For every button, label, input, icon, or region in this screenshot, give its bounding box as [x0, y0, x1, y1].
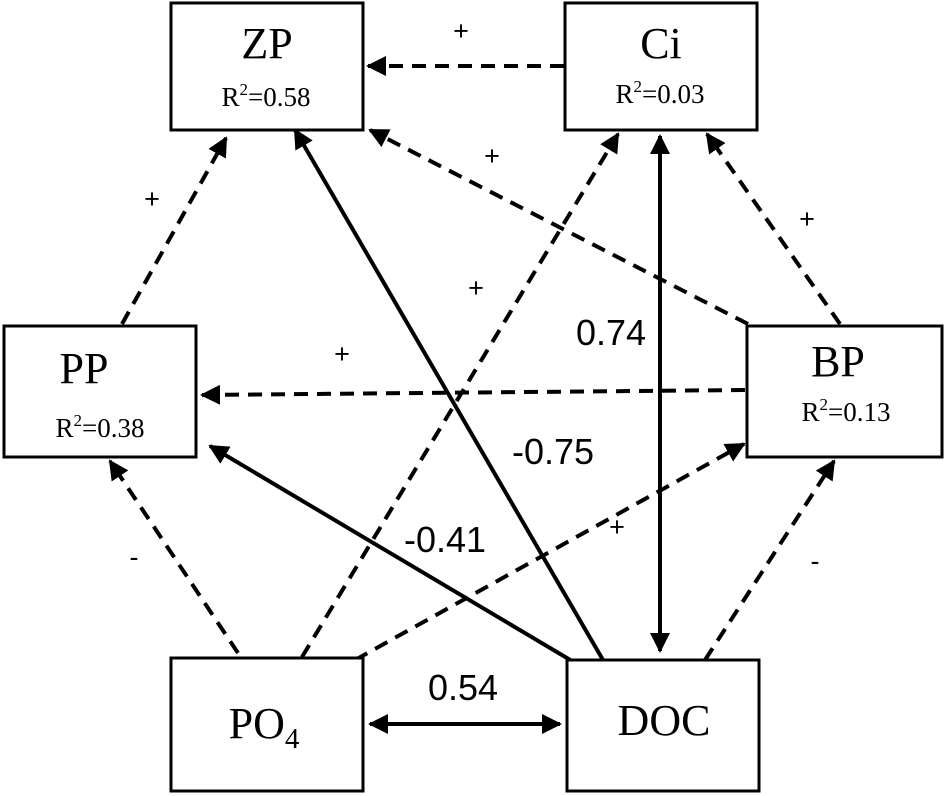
node-bp: BP R2=0.13 — [745, 324, 944, 459]
node-bp-label: BP — [811, 337, 865, 386]
edge-labels: + + + -0.75 + + 0.74 + -0.41 - + - 0.54 — [130, 16, 820, 708]
edge-doc-zp — [293, 128, 605, 662]
node-pp: PP R2=0.38 — [2, 324, 198, 459]
edge-label-doc-pp: -0.41 — [404, 519, 486, 560]
edge-bp-pp — [200, 384, 746, 405]
edge-po4-pp — [108, 459, 240, 655]
node-ci-label: Ci — [640, 19, 682, 68]
edge-label-po4-pp: - — [130, 542, 139, 572]
edge-label-ci-zp: + — [453, 16, 469, 46]
node-po4: PO4 — [169, 656, 365, 793]
edge-label-doc-zp: -0.75 — [512, 431, 594, 472]
edge-label-po4-ci: + — [468, 273, 484, 303]
node-ci-r2: R2=0.03 — [616, 77, 705, 109]
node-doc-label: DOC — [618, 696, 711, 745]
node-ci: Ci R2=0.03 — [563, 1, 759, 132]
node-pp-r2: R2=0.38 — [56, 411, 145, 443]
edge-bp-zp — [368, 128, 749, 326]
edge-po4-ci — [300, 132, 620, 659]
node-zp-label: ZP — [241, 19, 292, 68]
edge-label-po4-bp: + — [609, 512, 625, 542]
node-zp: ZP R2=0.58 — [169, 1, 365, 132]
edge-label-bp-pp: + — [334, 339, 350, 369]
edges — [108, 56, 842, 734]
edge-label-doc-bp: - — [811, 546, 820, 576]
edge-label-doc-ci: 0.74 — [576, 312, 646, 353]
edge-label-bp-zp: + — [484, 141, 500, 171]
edge-label-pp-zp: + — [144, 184, 160, 214]
edge-doc-bp — [703, 459, 836, 662]
edge-po4-bp — [354, 442, 746, 662]
edge-pp-zp — [120, 136, 228, 325]
node-bp-r2: R2=0.13 — [802, 395, 891, 427]
edge-bp-ci — [705, 132, 842, 326]
node-pp-label: PP — [60, 344, 109, 393]
edge-label-bp-ci: + — [799, 204, 815, 234]
node-zp-r2: R2=0.58 — [222, 80, 311, 112]
edge-label-po4-doc: 0.54 — [428, 667, 498, 708]
edge-doc-pp — [208, 444, 574, 663]
node-po4-label: PO4 — [229, 699, 300, 755]
node-doc: DOC — [565, 658, 761, 793]
